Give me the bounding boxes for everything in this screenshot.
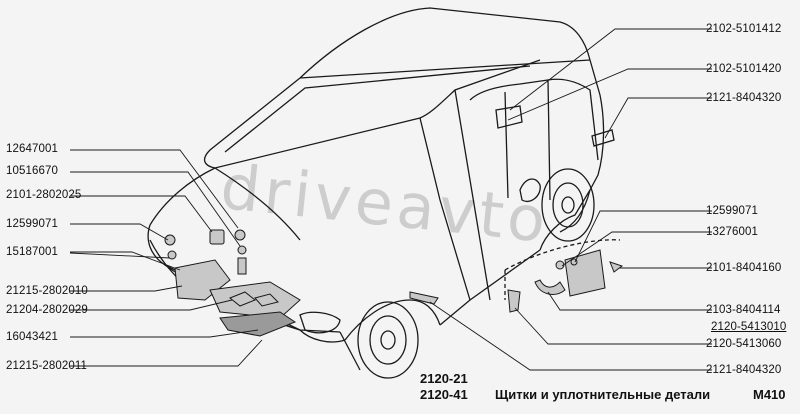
- part-label: 10516670: [6, 165, 58, 177]
- part-label: 2103-8404114: [706, 304, 781, 316]
- part-label: 2102-5101420: [706, 63, 782, 75]
- part-label: 12647001: [6, 143, 58, 155]
- part-label: 12599071: [706, 205, 758, 217]
- part-label: 12599071: [6, 218, 58, 230]
- part-label: 2101-8404160: [706, 262, 782, 274]
- part-label: 13276001: [706, 226, 758, 238]
- part-label: 15187001: [6, 246, 58, 258]
- model-code: 2120-41: [420, 387, 468, 402]
- front-shield-parts: [164, 229, 301, 337]
- sheet-code: М410: [753, 387, 786, 402]
- part-label: 16043421: [6, 331, 58, 343]
- part-label: 2121-8404320: [706, 92, 782, 104]
- rear-wheel-shield-parts: [409, 249, 624, 313]
- part-label: 2120-5413010: [711, 321, 787, 333]
- part-label: 2102-5101412: [706, 23, 782, 35]
- part-label: 2121-8404320: [706, 364, 782, 376]
- part-label: 2120-5413060: [706, 338, 782, 350]
- part-label: 21215-2802010: [6, 285, 88, 297]
- part-label: 21215-2802011: [6, 360, 88, 372]
- diagram-caption: Щитки и уплотнительные детали: [495, 387, 711, 402]
- model-codes: 2120-21 2120-41: [420, 371, 468, 403]
- leader-lines: [69, 28, 712, 371]
- model-code: 2120-21: [420, 371, 468, 386]
- part-label: 21204-2802029: [6, 304, 88, 316]
- car-outline: [147, 7, 621, 379]
- part-label: 2101-2802025: [6, 189, 82, 201]
